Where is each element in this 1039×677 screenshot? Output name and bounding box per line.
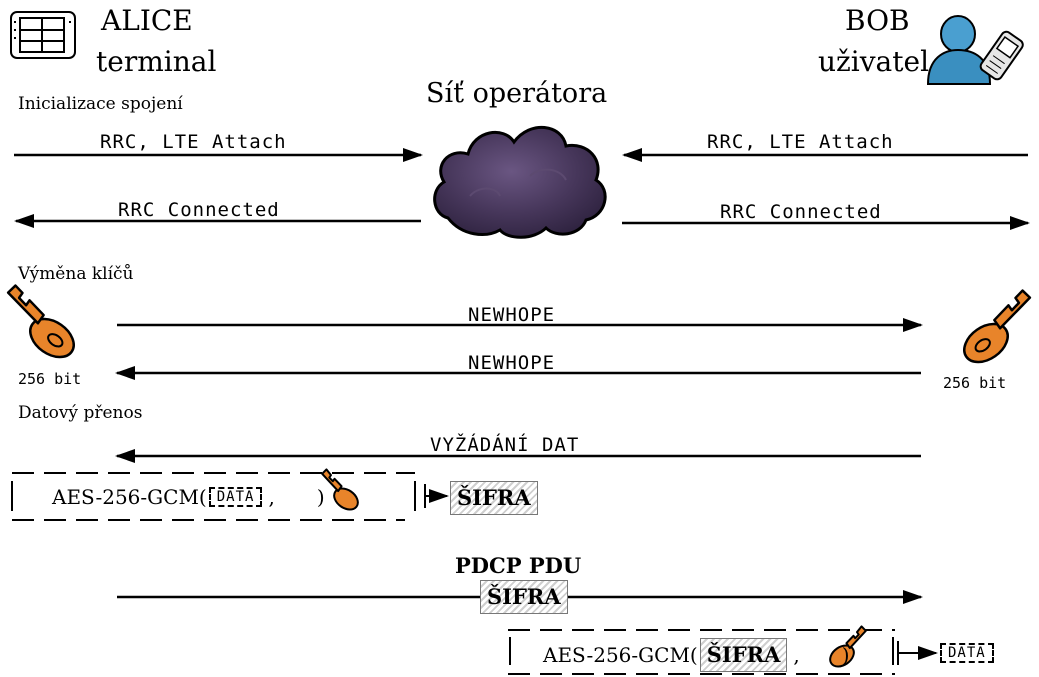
decrypt-expression: AES-256-GCM( ŠIFRA , ) (543, 638, 850, 672)
section-init: Inicializace spojení (18, 94, 183, 114)
label-newhope-right: NEWHOPE (468, 304, 555, 326)
key-icon (0, 284, 84, 364)
alice-name: ALICE (101, 5, 193, 37)
encrypt-comma: , (268, 485, 274, 509)
alice-role: terminal (96, 46, 216, 78)
decrypt-cipher: ŠIFRA (700, 638, 788, 672)
alice-key-bits: 256 bit (18, 370, 81, 388)
label-alice-connected: RRC Connected (118, 199, 280, 221)
decrypt-func: AES-256-GCM( (543, 643, 698, 667)
label-newhope-left: NEWHOPE (468, 352, 555, 374)
encrypt-close: ) (317, 485, 325, 509)
label-request: VYŽÁDÁNÍ DAT (430, 434, 579, 456)
section-keyexchange: Výměna klíčů (18, 264, 134, 284)
cipher-result: ŠIFRA (450, 481, 538, 515)
terminal-icon (11, 12, 75, 58)
cloud-icon (435, 127, 606, 237)
data-result: DATA (940, 643, 994, 663)
data-box: DATA (209, 487, 263, 507)
key-icon (954, 289, 1039, 369)
bob-key-bits: 256 bit (943, 374, 1006, 392)
pdcp-cipher: ŠIFRA (480, 580, 568, 614)
label-bob-attach: RRC, LTE Attach (707, 131, 894, 153)
bob-role: uživatel (818, 46, 929, 78)
pdcp-label: PDCP PDU (455, 553, 581, 578)
label-bob-connected: RRC Connected (720, 201, 882, 223)
section-data: Datový přenos (18, 403, 142, 423)
decrypt-comma: , (793, 643, 799, 667)
decrypt-close: ) (842, 643, 850, 667)
user-phone-icon (928, 16, 1025, 84)
encrypt-func: AES-256-GCM( (52, 485, 207, 509)
label-alice-attach: RRC, LTE Attach (100, 131, 287, 153)
encrypt-expression: AES-256-GCM( DATA , ) (52, 485, 325, 509)
network-label: Síť operátora (426, 78, 607, 109)
bob-name: BOB (845, 5, 910, 37)
